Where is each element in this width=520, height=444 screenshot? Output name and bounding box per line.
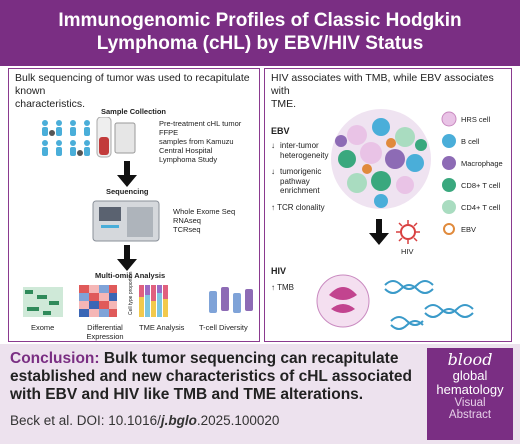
multiomic-plots: [23, 285, 253, 317]
tme-analysis-label: TME Analysis: [139, 323, 185, 332]
legend-cd8-label: CD8+ T cell: [461, 181, 501, 190]
title-line-2: Lymphoma (cHL) by EBV/HIV Status: [96, 33, 424, 54]
legend-cd4-label: CD4+ T cell: [461, 203, 501, 212]
sample-desc-3: Central Hospital: [159, 146, 213, 155]
conclusion-section: Conclusion: Bulk tumor sequencing can re…: [0, 344, 520, 444]
sequencing-heading: Sequencing: [106, 187, 149, 196]
diff-expression-label: Differential Expression: [83, 323, 127, 341]
tme-stacked-bars: [139, 285, 168, 317]
title-line-1: Immunogenomic Profiles of Classic Hodgki…: [58, 10, 462, 31]
sequencing-methods: Whole Exome Seq RNAseq TCRseq: [173, 207, 235, 234]
right-title-line-2: TME.: [271, 98, 297, 110]
hiv-finding: ↑ TMB: [271, 283, 294, 293]
legend-bcell-label: B cell: [461, 137, 480, 146]
left-title-line-2: characteristics.: [15, 98, 86, 110]
arrow-down-icon: [117, 161, 137, 187]
ebv-heading: EBV: [271, 126, 290, 136]
down-arrow-icon: ↓: [271, 167, 275, 176]
tcell-diversity-label: T-cell Diversity: [199, 323, 248, 332]
legend-hrs-label: HRS cell: [461, 115, 491, 124]
multiomic-heading: Multi-omic Analysis: [95, 271, 166, 280]
up-arrow-icon: ↑: [271, 283, 275, 292]
sample-desc-2: samples from Kamuzu: [159, 137, 234, 146]
sequencer-icon: [92, 200, 160, 242]
legend-ebv-icon: [443, 223, 455, 235]
conclusion-line-3: with EBV and HIV like TMB and TME altera…: [10, 386, 364, 403]
ebv-2a: tumorigenic: [280, 167, 322, 176]
ebv-finding-2: ↓ tumorigenic pathway enrichment: [271, 167, 321, 196]
logo-blood: blood: [447, 350, 493, 369]
seq-method-1: Whole Exome Seq: [173, 207, 236, 216]
exome-plot: [23, 287, 63, 317]
ebv-finding-1: ↓ inter-tumor heterogeneity: [271, 141, 328, 160]
left-panel: Bulk sequencing of tumor was used to rec…: [8, 68, 260, 342]
citation-b: j.bglo: [160, 413, 197, 428]
journal-logo: blood global hematology Visual Abstract: [427, 348, 513, 440]
heatmap-plot: [79, 285, 117, 317]
sample-desc-4: Lymphoma Study: [159, 155, 218, 164]
tcell-diversity-plot: [209, 287, 253, 313]
ebv-2b: pathway: [280, 176, 310, 186]
left-title-line-1: Bulk sequencing of tumor was used to rec…: [15, 72, 250, 97]
tumor-microenvironment-icon: [331, 109, 431, 209]
up-arrow-icon: ↑: [271, 203, 275, 212]
legend-hrs-icon: [441, 111, 457, 127]
conclusion-line-1: Bulk tumor sequencing can recapitulate: [99, 350, 399, 367]
legend-macrophage-icon: [442, 156, 456, 170]
conclusion-text: Conclusion: Bulk tumor sequencing can re…: [10, 350, 415, 404]
legend-bcell-icon: [442, 134, 456, 148]
legend-ebv-label: EBV: [461, 225, 477, 234]
logo-global: global: [452, 368, 488, 383]
citation-c: .2025.100020: [196, 413, 280, 428]
seq-method-3: TCRseq: [173, 225, 201, 234]
y-axis-label: Cell type proportion: [128, 271, 134, 315]
arrow-down-icon: [369, 219, 389, 245]
right-panel: HIV associates with TMB, while EBV assoc…: [264, 68, 512, 342]
conclusion-key: Conclusion:: [10, 350, 100, 367]
ebv-2c: enrichment: [280, 186, 320, 195]
legend-cd4-icon: [442, 200, 456, 214]
cell-and-dna-icon: [316, 274, 474, 330]
diff-label-1: Differential: [87, 323, 123, 332]
right-title-line-1: HIV associates with TMB, while EBV assoc…: [271, 72, 494, 97]
ebv-1b: heterogeneity: [280, 150, 329, 160]
logo-visual: Visual: [454, 397, 486, 409]
conclusion-line-2: established and new characteristics of c…: [10, 368, 413, 385]
hiv-virus-icon: [396, 220, 420, 244]
patients-icon: [42, 117, 136, 158]
hiv-heading: HIV: [271, 266, 287, 276]
exome-label: Exome: [31, 323, 55, 332]
citation: Beck et al. DOI: 10.1016/j.bglo.2025.100…: [10, 413, 279, 428]
hiv-virus-label: HIV: [401, 247, 414, 256]
down-arrow-icon: ↓: [271, 141, 275, 150]
arrow-down-icon: [117, 245, 137, 271]
diff-label-2: Expression: [86, 332, 124, 341]
ebv-3: TCR clonality: [277, 203, 325, 212]
sample-description: Pre-treatment cHL tumor FFPE samples fro…: [159, 119, 259, 164]
tmb-label: TMB: [277, 283, 294, 292]
ebv-1a: inter-tumor: [280, 141, 319, 150]
logo-abstract: Abstract: [448, 409, 492, 421]
sample-collection-heading: Sample Collection: [101, 107, 167, 116]
sample-desc-1: Pre-treatment cHL tumor FFPE: [159, 119, 242, 137]
citation-a: Beck et al. DOI: 10.1016/: [10, 413, 161, 428]
legend-cd8-icon: [442, 178, 456, 192]
ebv-finding-3: ↑ TCR clonality: [271, 203, 325, 213]
header-banner: Immunogenomic Profiles of Classic Hodgki…: [0, 0, 520, 66]
right-panel-title: HIV associates with TMB, while EBV assoc…: [271, 72, 511, 111]
logo-hematology: hematology: [436, 382, 504, 397]
left-panel-title: Bulk sequencing of tumor was used to rec…: [15, 72, 259, 111]
seq-method-2: RNAseq: [173, 216, 201, 225]
legend-macrophage-label: Macrophage: [461, 159, 503, 168]
